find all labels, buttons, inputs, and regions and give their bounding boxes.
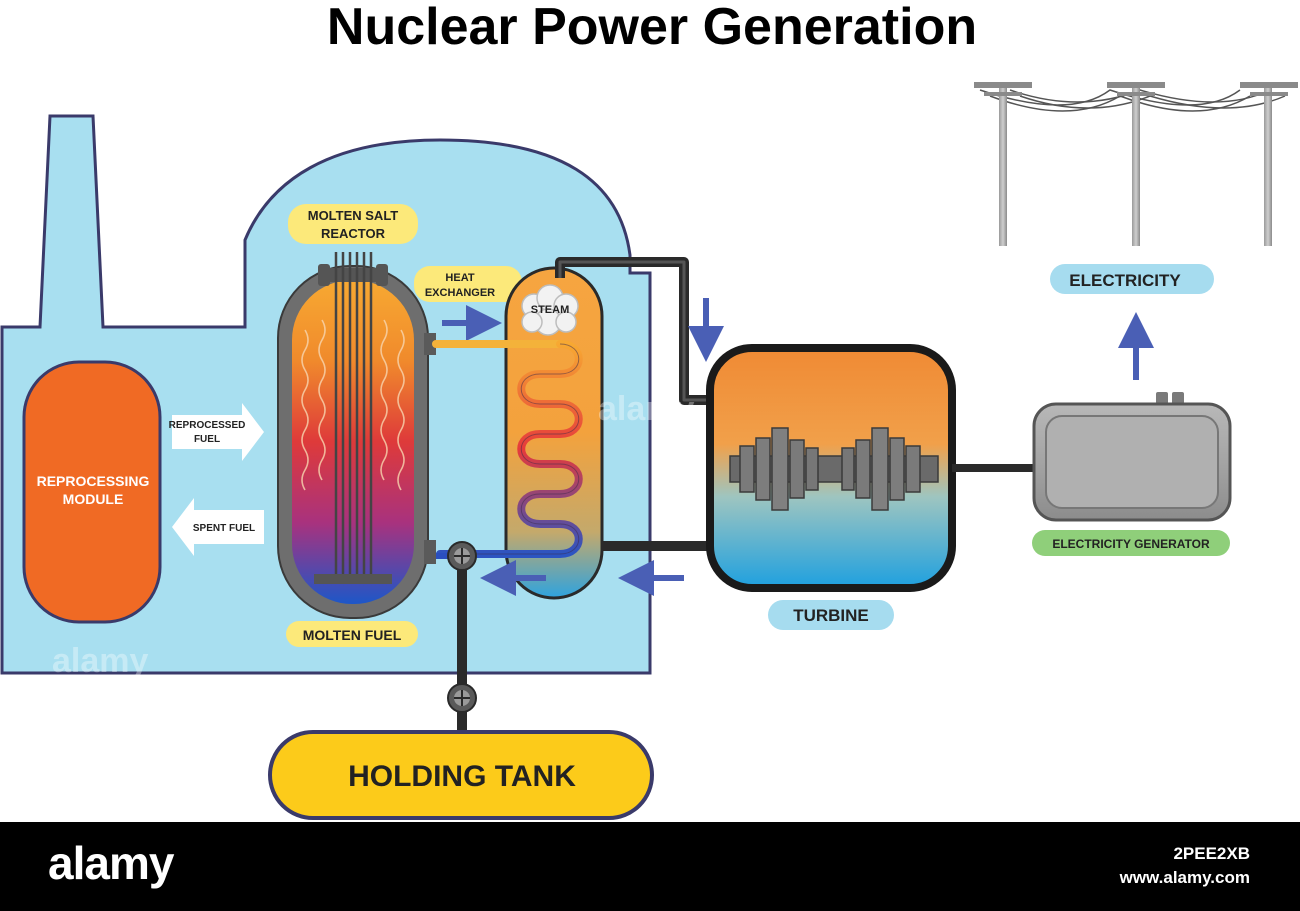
spent-fuel-arrow bbox=[172, 498, 264, 556]
footer-bar: alamy 2PEE2XB www.alamy.com bbox=[0, 822, 1300, 911]
power-line-icon bbox=[974, 82, 1298, 246]
reprocessing-module bbox=[22, 360, 162, 624]
reprocessing-label-line1: REPROCESSING bbox=[37, 473, 150, 489]
turbine-rotor bbox=[729, 427, 939, 511]
control-rods bbox=[334, 252, 373, 578]
turbine-label: TURBINE bbox=[793, 606, 869, 625]
holding-tank-label: HOLDING TANK bbox=[348, 760, 576, 793]
heat-exchanger-label-line2: EXCHANGER bbox=[425, 287, 495, 299]
electricity-generator-label: ELECTRICITY GENERATOR bbox=[1052, 537, 1210, 551]
image-id: 2PEE2XB bbox=[1173, 844, 1250, 863]
steam-label: STEAM bbox=[531, 304, 570, 316]
valve-icon bbox=[447, 683, 477, 713]
turbine-badge bbox=[768, 600, 894, 630]
holding-tank bbox=[268, 730, 654, 820]
heat-exchanger-badge bbox=[414, 266, 522, 302]
molten-salt-reactor-badge bbox=[288, 204, 418, 244]
reprocessing-label-line2: MODULE bbox=[63, 491, 124, 507]
page-title: Nuclear Power Generation bbox=[327, 0, 977, 56]
site-url: www.alamy.com bbox=[1119, 868, 1250, 887]
steam-cloud-icon bbox=[521, 284, 579, 336]
valve-icon bbox=[447, 541, 477, 571]
reprocessed-fuel-arrow bbox=[172, 403, 264, 461]
electricity-badge bbox=[1050, 264, 1214, 294]
electricity-label: ELECTRICITY bbox=[1069, 271, 1181, 290]
spent-fuel-label: SPENT FUEL bbox=[193, 523, 255, 534]
electricity-generator-badge bbox=[1032, 530, 1230, 556]
reprocessed-fuel-label-line1: REPROCESSED bbox=[169, 420, 246, 431]
reprocessed-fuel-label-line2: FUEL bbox=[194, 434, 220, 445]
control-rod-base bbox=[314, 574, 392, 584]
molten-fuel-label: MOLTEN FUEL bbox=[303, 627, 402, 643]
reactor-convection-lines bbox=[301, 319, 405, 491]
nuclear-power-diagram: Nuclear Power Generation REPROCESSING MO… bbox=[0, 0, 1298, 820]
molten-salt-reactor-label-line2: REACTOR bbox=[321, 226, 386, 241]
alamy-logo: alamy bbox=[48, 837, 174, 889]
watermark: alamy bbox=[52, 642, 148, 680]
reactor-core bbox=[292, 280, 414, 604]
watermark: alamy bbox=[598, 390, 694, 428]
molten-fuel-badge bbox=[286, 621, 418, 647]
molten-salt-reactor-label-line1: MOLTEN SALT bbox=[308, 208, 399, 223]
heat-exchanger-label-line1: HEAT bbox=[445, 272, 474, 284]
